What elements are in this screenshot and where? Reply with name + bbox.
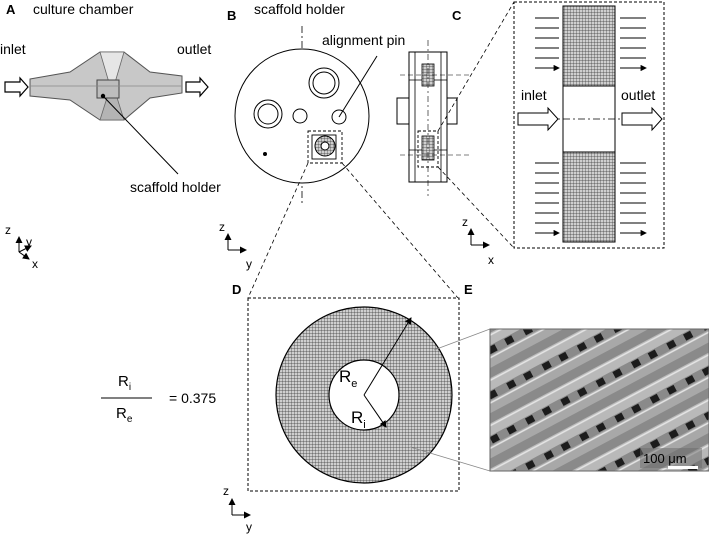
axes-triad-c: z x — [462, 215, 494, 267]
panel-c-outlet-label: outlet — [621, 87, 655, 103]
axis-c-z: z — [462, 215, 468, 229]
axis-a-z: z — [5, 223, 11, 237]
axis-d-z: z — [223, 484, 229, 498]
inlet-arrow — [4, 76, 29, 98]
panel-c-inlet-label: inlet — [521, 87, 547, 103]
panel-a-letter: A — [6, 2, 16, 17]
panel-c-outlet-arrow — [621, 106, 663, 132]
flow-arrows — [535, 17, 646, 233]
panel-a-inlet-label: inlet — [0, 41, 26, 57]
axis-a-y: y — [26, 235, 32, 249]
axes-triad-d: z y — [223, 484, 252, 534]
ri-symbol: Ri — [351, 408, 366, 431]
panel-c-letter: C — [452, 8, 462, 23]
panel-c-inlet-arrow — [517, 106, 559, 132]
sem-micrograph — [489, 328, 709, 472]
axes-triad-a: z y x — [5, 223, 38, 271]
axis-c-x: x — [488, 253, 494, 267]
scaffold-holder-title: scaffold holder — [254, 1, 345, 17]
panel-a-holder-label: scaffold holder — [130, 179, 221, 195]
ratio-numerator: Ri — [118, 373, 131, 393]
panel-a-outlet-label: outlet — [177, 41, 211, 57]
zoom-lines-c — [437, 1, 515, 249]
scaffold-holder-drawing — [234, 26, 378, 206]
culture-chamber-title: culture chamber — [33, 1, 134, 17]
channel-section — [517, 5, 663, 243]
ratio-value: = 0.375 — [169, 390, 216, 406]
zoom-lines-e — [409, 328, 491, 472]
panel-d-letter: D — [232, 282, 241, 297]
scale-bar-label: 100 μm — [643, 451, 687, 466]
axis-a-x: x — [32, 257, 38, 271]
radius-ratio: Ri Re = 0.375 — [101, 373, 216, 425]
holder-side-view — [396, 40, 470, 196]
axis-d-y: y — [246, 520, 252, 534]
axis-b-z: z — [219, 220, 225, 234]
scale-bar — [668, 466, 698, 469]
panel-e-letter: E — [464, 282, 473, 297]
ratio-denominator: Re — [116, 405, 133, 425]
outlet-arrow — [185, 76, 209, 98]
re-symbol: Re — [339, 367, 357, 390]
scaffold-disc — [275, 306, 453, 484]
panel-b-letter: B — [227, 8, 236, 23]
axes-triad-b: z y — [219, 220, 252, 271]
axis-b-y: y — [246, 257, 252, 271]
alignment-pin-label: alignment pin — [322, 32, 405, 48]
zoom-lines-d — [247, 162, 459, 299]
culture-chamber-drawing — [4, 51, 209, 175]
